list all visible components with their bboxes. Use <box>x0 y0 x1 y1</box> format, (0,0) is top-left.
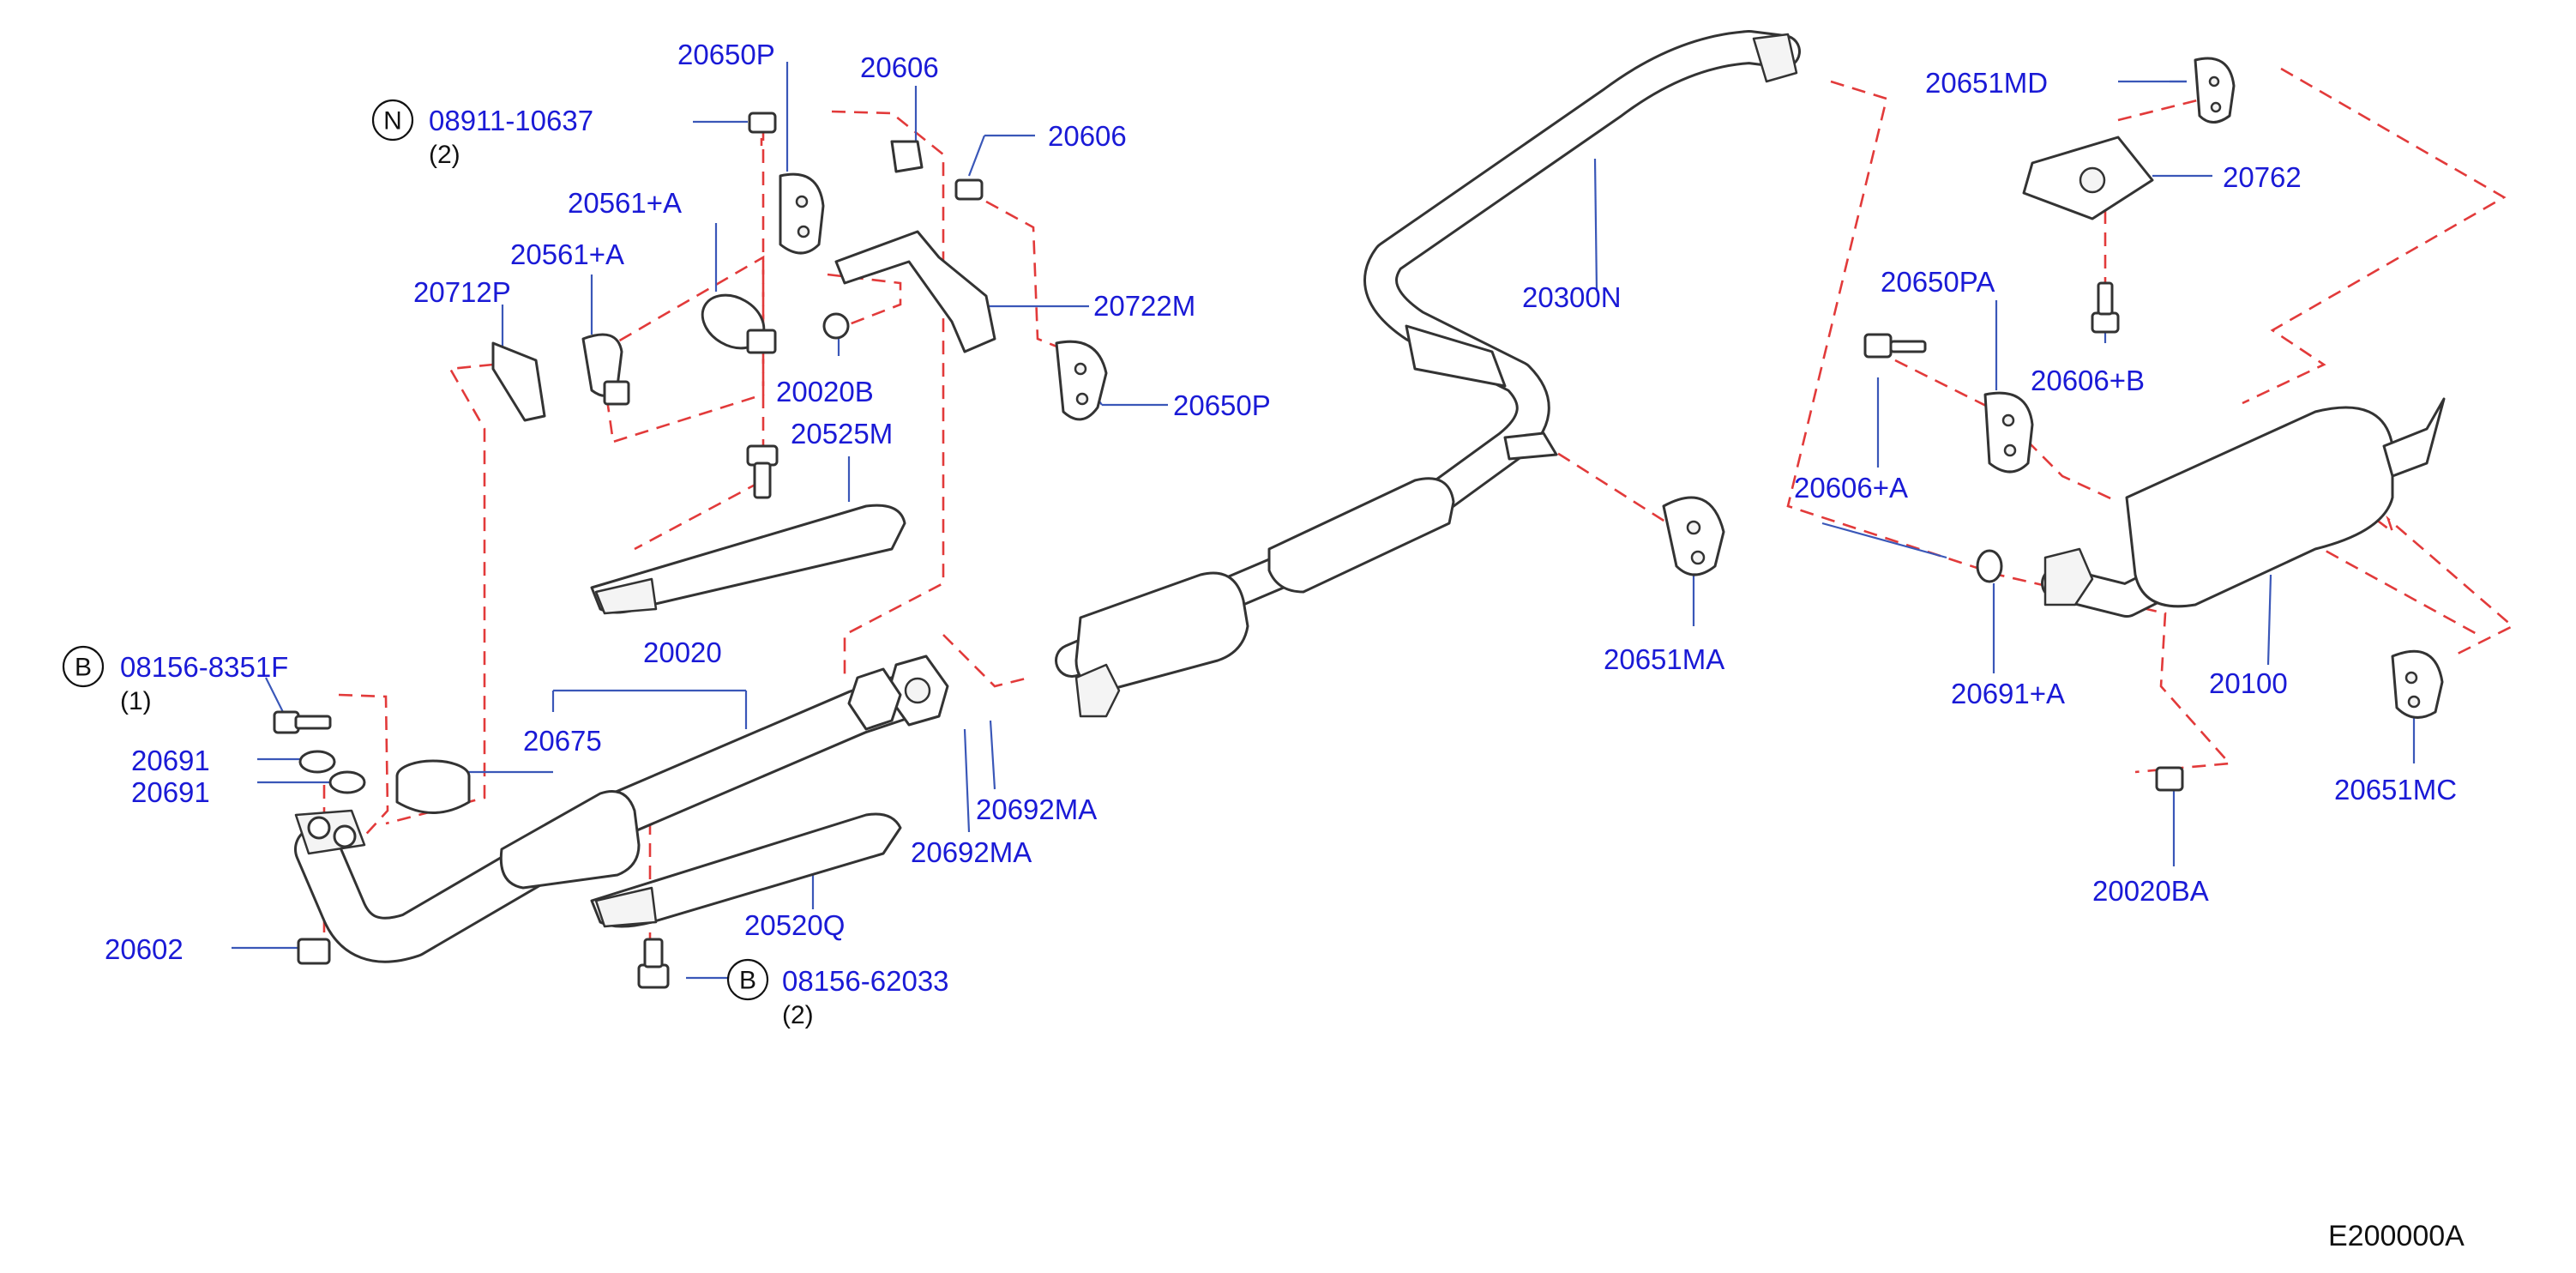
part-labels: 20650P 20606 20606 08911-10637 (2) 20561… <box>105 39 2457 1029</box>
label-20100[interactable]: 20100 <box>2209 667 2288 699</box>
label-20020B[interactable]: 20020B <box>776 376 874 407</box>
qty-08911-10637: (2) <box>429 141 460 169</box>
label-20300N[interactable]: 20300N <box>1522 281 1622 313</box>
label-20691A[interactable]: 20691+A <box>1951 678 2065 709</box>
label-20606A[interactable]: 20606+A <box>1794 472 1908 504</box>
rubber-mount-20651MA <box>1662 496 1725 576</box>
label-08911-10637[interactable]: 08911-10637 <box>429 105 593 136</box>
label-08156-62033[interactable]: 08156-62033 <box>782 965 949 997</box>
gaskets-20692MA <box>847 655 949 731</box>
label-20606-a[interactable]: 20606 <box>860 51 939 83</box>
label-20650P-right[interactable]: 20650P <box>1173 389 1271 421</box>
label-20650P-top[interactable]: 20650P <box>677 39 775 70</box>
leader-lines <box>232 62 2416 980</box>
label-20651MA[interactable]: 20651MA <box>1604 643 1724 675</box>
clamp-20561A-2 <box>701 293 777 354</box>
clamp-20561A-1 <box>581 333 630 406</box>
svg-text:N: N <box>383 107 402 136</box>
badge-n-08911: N <box>371 99 414 142</box>
svg-text:B: B <box>75 654 92 682</box>
label-20722M[interactable]: 20722M <box>1093 290 1195 322</box>
label-20675[interactable]: 20675 <box>523 725 602 757</box>
label-20606-b[interactable]: 20606 <box>1048 120 1127 152</box>
gaskets-20691 <box>298 750 366 794</box>
bolts-and-nuts <box>273 112 2184 989</box>
label-20561A-2[interactable]: 20561+A <box>510 238 624 270</box>
label-20692MA-b[interactable]: 20692MA <box>911 836 1032 868</box>
main-muffler-20100 <box>2041 397 2446 618</box>
bracket-20762 <box>2022 136 2154 220</box>
label-08156-8351F[interactable]: 08156-8351F <box>120 651 288 683</box>
rubber-mount-20651MD <box>2194 57 2236 124</box>
label-20712P[interactable]: 20712P <box>413 276 511 308</box>
rubber-mount-20650P-top <box>779 172 825 255</box>
label-20692MA-a[interactable]: 20692MA <box>976 793 1097 825</box>
label-20525M[interactable]: 20525M <box>791 418 893 449</box>
qty-08156-62033: (2) <box>782 1001 814 1029</box>
bracket-20712P <box>491 341 546 422</box>
diagram-code: E200000A <box>2328 1220 2465 1252</box>
label-20762[interactable]: 20762 <box>2223 161 2302 193</box>
badge-b-08156-62033: B <box>726 958 769 1001</box>
qty-08156-8351F: (1) <box>120 687 152 715</box>
label-20651MC[interactable]: 20651MC <box>2334 774 2457 805</box>
heat-shield-20525M <box>590 504 906 615</box>
hanger-bracket-20722M <box>834 230 996 353</box>
front-pipe-20020 <box>294 672 932 963</box>
label-20606B[interactable]: 20606+B <box>2031 365 2145 396</box>
label-20561A-1[interactable]: 20561+A <box>568 187 682 219</box>
rubber-mount-20651MC <box>2391 649 2444 719</box>
label-20691-a[interactable]: 20691 <box>131 745 210 776</box>
label-20020BA[interactable]: 20020BA <box>2092 875 2209 907</box>
heat-shield-20520Q <box>590 812 902 928</box>
gasket-20691A <box>1976 549 2003 583</box>
svg-text:B: B <box>739 967 756 995</box>
center-pipe-20300N <box>1055 30 1801 718</box>
rubber-mount-20650P-right <box>1055 340 1108 421</box>
label-20020[interactable]: 20020 <box>643 636 722 668</box>
rubber-mount-20650PA <box>1983 391 2034 474</box>
label-20691-b[interactable]: 20691 <box>131 776 210 808</box>
badge-b-08156-8351F: B <box>62 645 105 688</box>
ring-20675 <box>395 759 471 814</box>
label-20520Q[interactable]: 20520Q <box>744 909 845 941</box>
label-20651MD[interactable]: 20651MD <box>1925 67 2048 99</box>
label-20602[interactable]: 20602 <box>105 933 184 965</box>
label-20650PA[interactable]: 20650PA <box>1881 266 1995 298</box>
